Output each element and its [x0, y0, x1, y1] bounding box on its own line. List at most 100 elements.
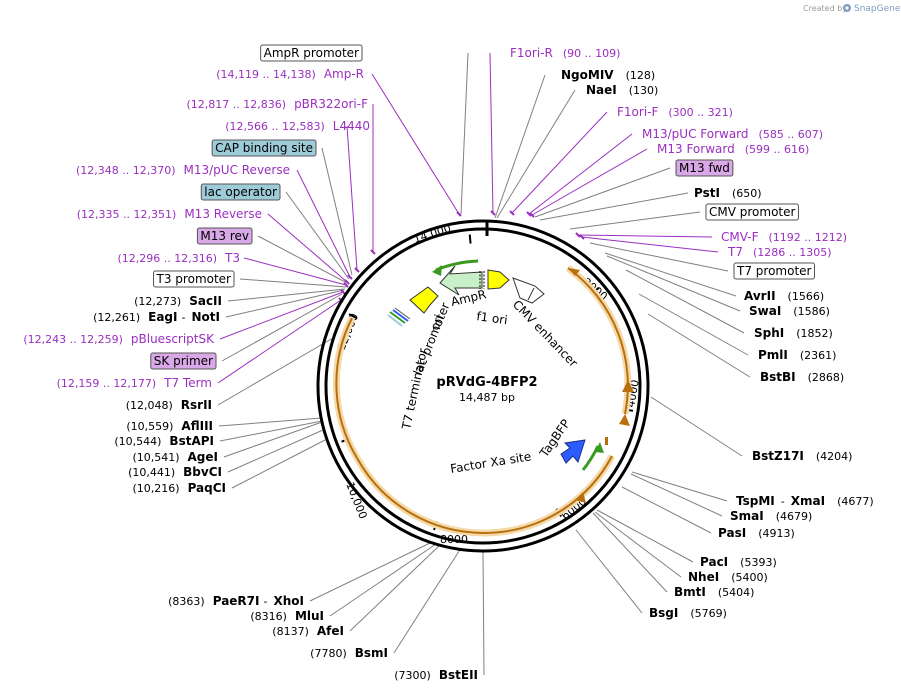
primer-pos: (12,243 .. 12,259): [23, 333, 123, 346]
label-nhei: NheI(5400): [688, 570, 768, 584]
ampr-promoter-text: AmpR promoter: [264, 46, 359, 60]
site-name: BbvCI: [183, 465, 222, 479]
leader-l4440: [346, 125, 358, 271]
ampr-promoter-box: [260, 44, 363, 62]
site-name: BstEII: [439, 668, 478, 682]
site-name: BstBI: [760, 370, 796, 384]
leader-t7-promoter: [589, 242, 729, 272]
site-pos: (128): [626, 69, 656, 82]
label-bsmi: BsmI (7780): [310, 646, 388, 660]
feature-label-ori: ori: [428, 313, 446, 332]
leader-cmv-promoter: [569, 211, 701, 230]
site-name: NgoMIV: [561, 68, 614, 82]
leader-ngomiv: [494, 74, 546, 219]
label-m13-rev: M13 rev: [196, 227, 253, 245]
leader-t7-term: [217, 299, 342, 384]
site-pos: (4677): [837, 495, 874, 508]
feature-label-t7-terminator: T7 terminator: [399, 347, 430, 432]
primer-mark: [575, 232, 581, 238]
label-ngomiv: NgoMIV (128): [561, 68, 655, 82]
label-afliii: AflIII(10,559): [126, 419, 213, 433]
label-avrii: AvrII(1566): [744, 289, 824, 303]
label-m13-puc-forward: M13/pUC Forward(585 .. 607): [642, 127, 823, 141]
primer-mark: [490, 210, 496, 216]
site-name: BsmI: [355, 646, 388, 660]
site-pos: (650): [732, 187, 762, 200]
site-pos: (7780): [310, 647, 347, 660]
cmv-promoter-box: [705, 203, 799, 221]
ori-feature: [409, 286, 439, 314]
site-pos: (5393): [740, 556, 777, 569]
feature-label-f1-ori: f1 ori: [476, 309, 509, 327]
label-bstapi: BstAPI(10,544): [114, 434, 214, 448]
site-pos: (1852): [796, 327, 833, 340]
ampr-dash-marks: [479, 271, 485, 289]
leader-swai: [606, 255, 741, 312]
site-pos: (5400): [731, 571, 768, 584]
site-pos: (4679): [776, 510, 813, 523]
label-pbluescriptsk: pBluescriptSK (12,243 .. 12,259): [23, 332, 215, 346]
leader-nhei: [594, 511, 682, 578]
leader-t3-promoter: [239, 278, 347, 288]
label-paci: PacI(5393): [700, 555, 777, 569]
site-separator: -: [781, 495, 785, 508]
site-name: AfeI: [317, 624, 344, 638]
leader-m13-rev: [257, 235, 348, 284]
leader-bmti: [592, 512, 668, 593]
site-name: PasI: [718, 526, 746, 540]
primer-mark: [370, 249, 376, 255]
primer-mark: [354, 267, 360, 273]
m13-fwd-box: [675, 159, 734, 177]
primer-name: T3: [224, 251, 240, 265]
site-name: PaeR7I: [213, 594, 260, 608]
site-pos: (5404): [718, 586, 755, 599]
site-name-2: XmaI: [791, 494, 825, 508]
site-name: BstZ17I: [752, 449, 804, 463]
leader-bsmi: [393, 547, 462, 654]
outer-labels: F1ori-R(90 .. 109)NgoMIV(128)NaeI(130)F1…: [23, 44, 874, 682]
label-eagi-noti: NotI-EagI(12,261): [93, 310, 220, 324]
ampr-feature: [439, 265, 483, 296]
primer-name: M13/pUC Reverse: [184, 163, 291, 177]
leader-afliii: [218, 417, 323, 427]
primer-name: pBluescriptSK: [131, 332, 215, 346]
leader-sk-primer: [221, 293, 343, 362]
label-t7: T7(1286 .. 1305): [727, 245, 832, 259]
primer-mark: [579, 234, 585, 240]
label-bbvci: BbvCI(10,441): [128, 465, 222, 479]
leader-psti: [539, 192, 689, 221]
primer-mark: [340, 289, 346, 295]
leader-sphi: [625, 269, 745, 334]
leader-naei: [496, 89, 576, 219]
primer-pos: (12,817 .. 12,836): [187, 98, 287, 111]
primer-name: F1ori-R: [510, 46, 553, 60]
site-pos: (10,544): [114, 435, 161, 448]
primer-name: pBR322ori-F: [294, 97, 368, 111]
orf-arrowhead-3-icon: [619, 414, 630, 426]
tagbfp-feature: [560, 439, 586, 464]
m13-rev-text: M13 rev: [200, 229, 249, 243]
leader-t3: [243, 257, 347, 286]
label-psti: PstI(650): [694, 186, 762, 200]
primer-pos: (90 .. 109): [563, 47, 621, 60]
f1-ori-feature: [487, 269, 510, 290]
m13-fwd-text: M13 fwd: [679, 161, 730, 175]
primer-mark: [529, 212, 535, 218]
label-leader-lines: [217, 52, 751, 676]
leader-bstz17i: [650, 396, 743, 457]
leader-t7: [581, 236, 719, 253]
label-paer7i-xhoi: XhoI-PaeR7I(8363): [168, 594, 304, 608]
feature-label-factor-xa-site: Factor Xa site: [449, 449, 532, 476]
site-pos: (12,048): [126, 399, 173, 412]
lac-region-lines: [387, 307, 411, 327]
orf-arrowhead-4-icon: [575, 492, 586, 503]
tagbfp-green-arrow-icon: [595, 442, 604, 453]
label-bsteii: BstEII(7300): [394, 668, 478, 682]
primer-pos: (14,119 .. 14,138): [216, 68, 316, 81]
primer-pos: (12,296 .. 12,316): [117, 252, 217, 265]
plasmid-name: pRVdG-4BFP2: [436, 375, 537, 390]
backbone-outer-ring: [316, 219, 650, 553]
primer-name: CMV-F: [721, 230, 759, 244]
site-pos: (8363): [168, 595, 205, 608]
